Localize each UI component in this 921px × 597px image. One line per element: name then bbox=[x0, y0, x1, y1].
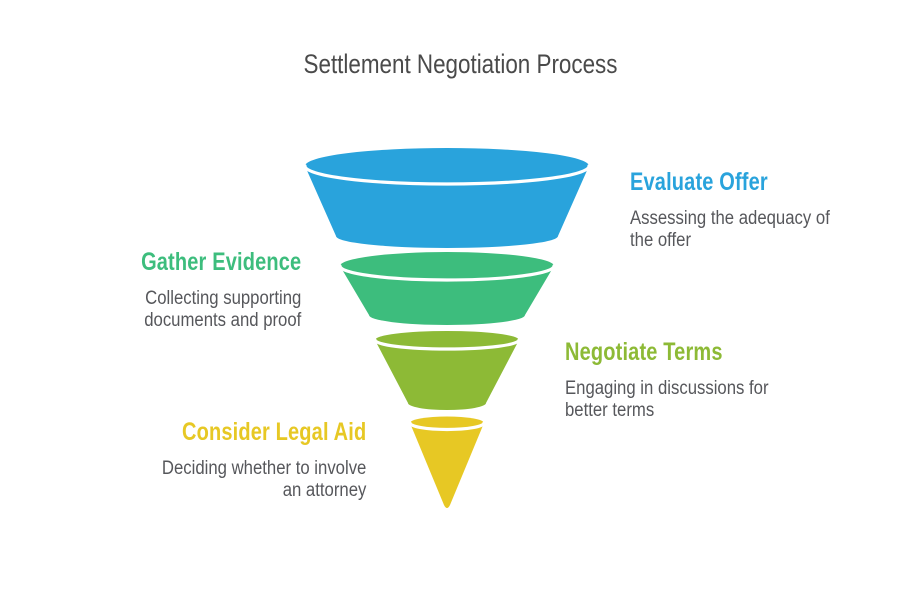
funnel-segment-4-rim-icon bbox=[408, 421, 486, 432]
funnel-segment-2-rim-icon bbox=[338, 264, 556, 282]
step-negotiate-terms-label: Negotiate Terms bbox=[565, 338, 723, 366]
step-evaluate-offer-label: Evaluate Offer bbox=[630, 168, 768, 196]
step-gather-evidence-label: Gather Evidence bbox=[140, 248, 301, 276]
step-negotiate-terms-description: Engaging in discussions for better terms bbox=[565, 378, 769, 421]
step-consider-legal-aid-label: Consider Legal Aid bbox=[181, 418, 366, 446]
step-consider-legal-aid: Consider Legal Aid Deciding whether to i… bbox=[134, 418, 366, 501]
funnel-segment-3 bbox=[375, 331, 519, 410]
step-gather-evidence-description: Collecting supporting documents and proo… bbox=[143, 288, 301, 331]
funnel-segment-2 bbox=[340, 252, 554, 325]
funnel-stage-1-evaluate-offer bbox=[303, 148, 591, 248]
funnel-segment-1 bbox=[305, 148, 589, 248]
funnel-segment-3-rim-icon bbox=[373, 338, 521, 351]
funnel-stage-4-consider-legal-aid bbox=[408, 416, 486, 508]
funnel-stage-3-negotiate-terms bbox=[373, 331, 521, 410]
funnel-stage-2-gather-evidence bbox=[338, 252, 556, 325]
funnel-segment-1-rim-icon bbox=[303, 164, 591, 186]
funnel-segment-4 bbox=[410, 416, 484, 508]
step-gather-evidence: Gather Evidence Collecting supporting do… bbox=[101, 248, 301, 331]
page-title: Settlement Negotiation Process bbox=[303, 49, 618, 79]
step-consider-legal-aid-description: Deciding whether to involve an attorney bbox=[161, 458, 366, 501]
step-evaluate-offer-description: Assessing the adequacy of the offer bbox=[630, 208, 830, 251]
step-negotiate-terms: Negotiate Terms Engaging in discussions … bbox=[565, 338, 796, 421]
step-evaluate-offer: Evaluate Offer Assessing the adequacy of… bbox=[630, 168, 857, 251]
